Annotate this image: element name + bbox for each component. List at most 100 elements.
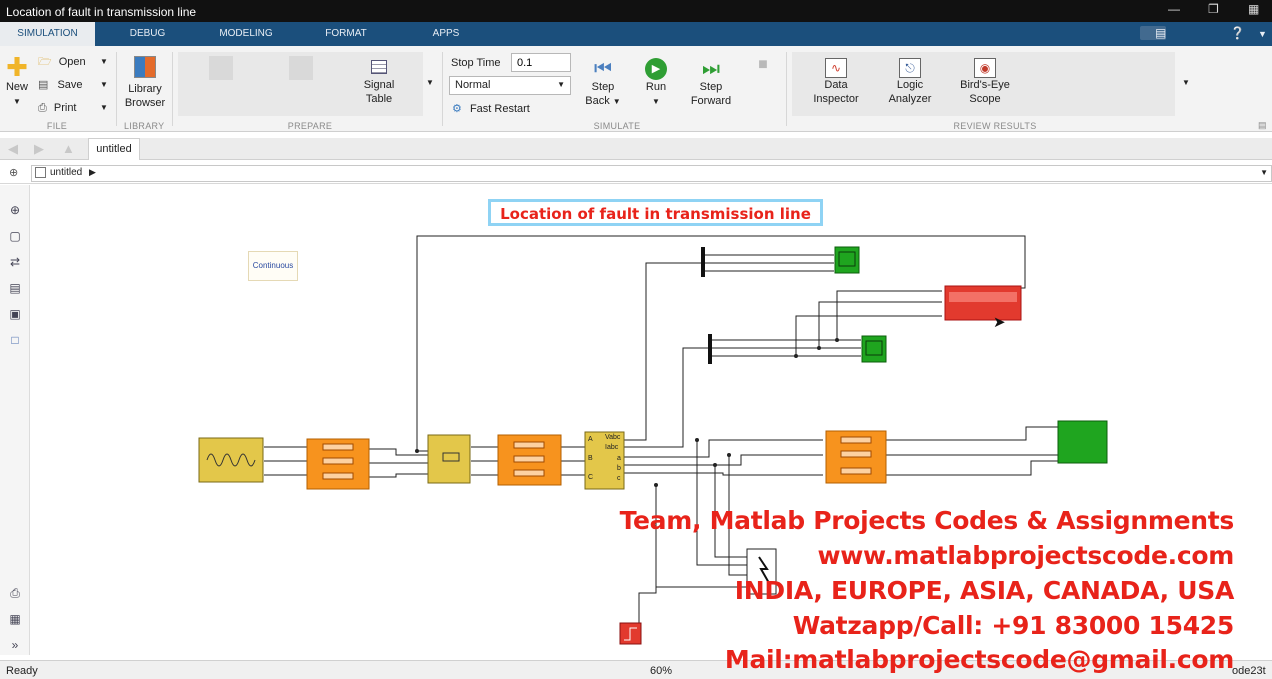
maximize-icon[interactable]: ❐	[1208, 2, 1219, 16]
simulation-mode-select[interactable]: Normal ▼	[449, 76, 571, 95]
up-icon[interactable]: ▲	[62, 141, 75, 156]
data-inspector-label-1: Data	[824, 79, 848, 91]
review-expand-icon[interactable]: ▼	[1182, 78, 1190, 87]
step-forward-button[interactable]: ⏭ Step Forward	[688, 58, 734, 108]
solver-label: ode23t	[1232, 665, 1266, 677]
quick-access-toolbar[interactable]	[1140, 26, 1166, 40]
powergui-block[interactable]: Continuous	[248, 251, 298, 281]
help-icon[interactable]: ❔	[1230, 26, 1245, 40]
library-browser-icon	[134, 56, 156, 78]
zoom-in-icon[interactable]: ⊕	[9, 203, 21, 217]
new-button[interactable]: ✚ New ▼	[4, 54, 30, 109]
meas-port-c: C	[588, 474, 594, 481]
area-icon[interactable]: □	[11, 333, 19, 347]
logic-analyzer-button[interactable]: ⎋ Logic Analyzer	[882, 58, 938, 106]
status-bar: Ready 60% ode23t	[0, 660, 1272, 679]
image-icon[interactable]: ▣	[9, 307, 21, 321]
step-back-icon: ⏮	[594, 58, 612, 80]
status-text: Ready	[6, 665, 38, 677]
tab-modeling[interactable]: MODELING	[219, 28, 273, 39]
vi-port-a: a	[617, 455, 621, 462]
prepare-expand-icon[interactable]: ▼	[426, 78, 434, 87]
back-icon[interactable]: ◀	[8, 141, 18, 156]
vi-port-vabc: Vabc	[605, 434, 621, 441]
model-diagram	[198, 235, 1108, 645]
birds-eye-icon: ◉	[974, 58, 996, 78]
forward-icon[interactable]: ▶	[34, 141, 44, 156]
save-label: Save	[57, 79, 83, 91]
open-dropdown-icon: ▼	[100, 57, 108, 66]
library-browser-label-2: Browser	[124, 97, 166, 109]
tab-apps[interactable]: APPS	[432, 28, 460, 39]
run-label: Run	[645, 81, 667, 93]
step-back-label-2: Back	[585, 95, 610, 107]
signal-table-button[interactable]: Signal Table	[356, 60, 402, 106]
hide-browser-icon[interactable]: ⊕	[9, 167, 19, 179]
arrow-icon[interactable]: ⇄	[9, 255, 21, 269]
tab-format[interactable]: FORMAT	[325, 28, 367, 39]
tab-simulation[interactable]: SIMULATION	[0, 22, 95, 46]
ribbon-tab-bar: SIMULATION DEBUG MODELING FORMAT APPS ▤ …	[0, 22, 1272, 46]
add-viewer-icon	[289, 56, 313, 80]
breadcrumb-dropdown-icon[interactable]: ▼	[1260, 168, 1268, 177]
palette: ⊕ ▢ ⇄ ▤ ▣ □ ⎙ ▦ »	[0, 185, 30, 655]
expand-palette-icon[interactable]: »	[11, 638, 19, 652]
new-dropdown-icon: ▼	[13, 97, 21, 106]
watermark-line-4: Watzapp/Call: +91 83000 15425	[792, 611, 1235, 640]
model-browser-icon[interactable]: ▦	[9, 612, 21, 626]
zoom-level: 60%	[650, 665, 673, 677]
title-bar: Location of fault in transmission line —…	[0, 0, 1272, 22]
library-browser-label-1: Library	[128, 83, 162, 95]
screenshot-icon[interactable]: ⎙	[10, 586, 20, 600]
save-quick-icon[interactable]: ▤	[1155, 26, 1167, 40]
add-viewer-button	[276, 56, 326, 84]
watermark-line-1: Team, Matlab Projects Codes & Assignment…	[619, 506, 1235, 535]
vi-port-iabc: Iabc	[605, 444, 619, 451]
open-icon: 🗁	[38, 56, 52, 68]
step-back-dropdown-icon: ▼	[612, 97, 621, 106]
help-dropdown-icon[interactable]: ▼	[1258, 29, 1267, 39]
breadcrumb-model[interactable]: untitled	[50, 167, 83, 178]
save-button[interactable]: ▤ Save ▼	[38, 78, 110, 92]
print-button[interactable]: ⎙ Print ▼	[38, 101, 110, 115]
model-annotation: Location of fault in transmission line	[500, 205, 811, 223]
chevron-down-icon: ▼	[557, 80, 565, 89]
new-icon: ✚	[6, 52, 28, 82]
library-browser-button[interactable]: Library Browser	[122, 56, 168, 110]
logic-analyzer-label-2: Analyzer	[888, 93, 932, 105]
prepare-group-label: PREPARE	[287, 121, 333, 131]
birds-eye-scope-button[interactable]: ◉ Bird's-Eye Scope	[956, 58, 1014, 106]
save-dropdown-icon: ▼	[100, 80, 108, 89]
run-button[interactable]: ▶ Run ▼	[640, 58, 672, 109]
data-inspector-icon: ∿	[825, 58, 847, 78]
fast-restart-button[interactable]: ⚙ Fast Restart	[452, 102, 530, 116]
open-button[interactable]: 🗁 Open ▼	[38, 55, 110, 69]
editor-tab-strip: ◀ ▶ ▲ untitled	[0, 138, 1272, 160]
step-back-label-1: Step	[591, 81, 615, 93]
open-label: Open	[58, 56, 86, 68]
tab-debug[interactable]: DEBUG	[129, 28, 166, 39]
logic-analyzer-icon: ⎋	[899, 58, 921, 78]
birds-eye-label-1: Bird's-Eye	[960, 79, 1010, 91]
separator	[786, 52, 787, 126]
data-inspector-button[interactable]: ∿ Data Inspector	[808, 58, 864, 106]
stop-time-input[interactable]	[511, 53, 571, 72]
window-title: Location of fault in transmission line	[6, 5, 197, 19]
step-back-button[interactable]: ⏮ Step Back ▼	[584, 58, 622, 109]
mouse-cursor-icon: ➤	[993, 314, 1006, 331]
file-group-label: FILE	[46, 121, 68, 131]
new-label: New	[5, 81, 28, 93]
model-canvas[interactable]: Location of fault in transmission line C…	[31, 185, 1272, 655]
collapse-ribbon-icon[interactable]: ▤	[1258, 120, 1267, 130]
stop-button: ■	[752, 57, 774, 73]
model-annotation-box[interactable]: Location of fault in transmission line	[488, 199, 823, 226]
fit-to-view-icon[interactable]: ▢	[9, 229, 21, 243]
review-group-label: REVIEW RESULTS	[953, 121, 1037, 131]
annotation-icon[interactable]: ▤	[9, 281, 21, 295]
fast-restart-label: Fast Restart	[469, 103, 530, 115]
birds-eye-label-2: Scope	[969, 93, 1001, 105]
close-icon[interactable]: ▦	[1248, 2, 1260, 16]
vi-port-b: b	[617, 465, 621, 472]
minimize-icon[interactable]: —	[1168, 2, 1180, 16]
tab-untitled[interactable]: untitled	[88, 138, 140, 160]
